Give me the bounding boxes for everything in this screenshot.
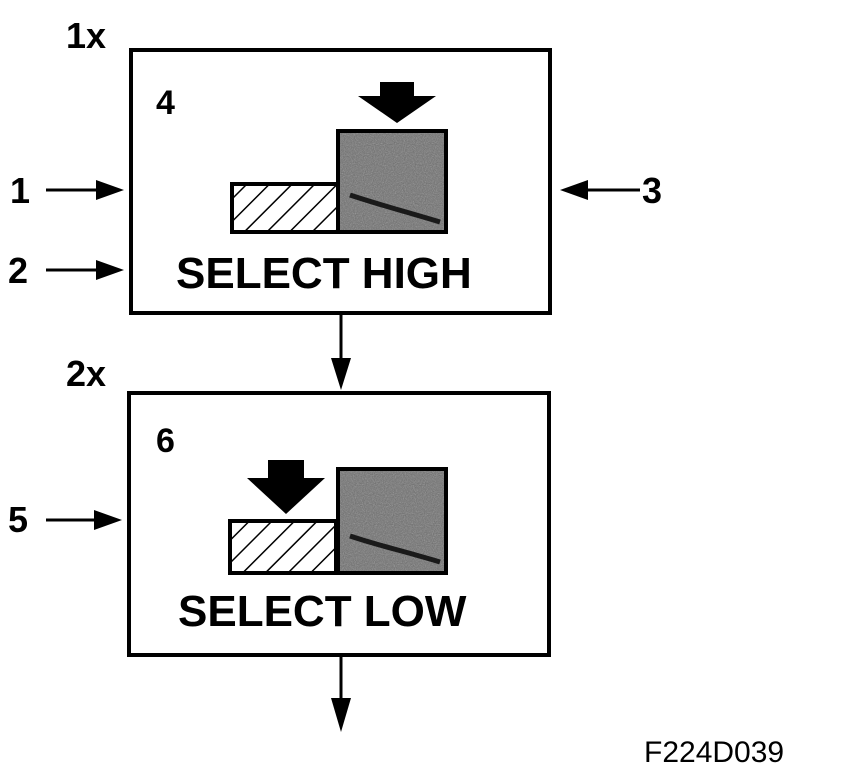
callout-5: 5: [8, 499, 122, 540]
corner-number-4: 4: [156, 84, 175, 122]
panel-select-low: 2x 6 SELECT LOW: [66, 353, 551, 657]
high-range-block: [336, 467, 448, 575]
panel-select-high: 1x 4 SELECT HIGH: [66, 15, 552, 315]
count-label-1x: 1x: [66, 15, 106, 56]
callout-number: 5: [8, 499, 28, 540]
low-range-block: [228, 519, 338, 575]
down-arrow-icon: [358, 82, 436, 123]
low-range-block: [230, 182, 340, 234]
count-label-2x: 2x: [66, 353, 106, 394]
connector-arrow-2: [331, 655, 351, 732]
callout-number: 2: [8, 250, 28, 291]
callout-number: 1: [10, 170, 30, 211]
figure-code: F224D039: [644, 736, 784, 769]
corner-number-6: 6: [156, 422, 175, 460]
callout-3: 3: [560, 170, 662, 211]
callout-2: 2: [8, 250, 124, 291]
callout-number: 3: [642, 170, 662, 211]
high-range-block: [336, 129, 448, 234]
caption-select-low: SELECT LOW: [178, 587, 467, 636]
callout-1: 1: [10, 170, 124, 211]
connector-arrow-1: [331, 313, 351, 390]
caption-select-high: SELECT HIGH: [176, 249, 472, 298]
down-arrow-icon: [247, 460, 325, 514]
